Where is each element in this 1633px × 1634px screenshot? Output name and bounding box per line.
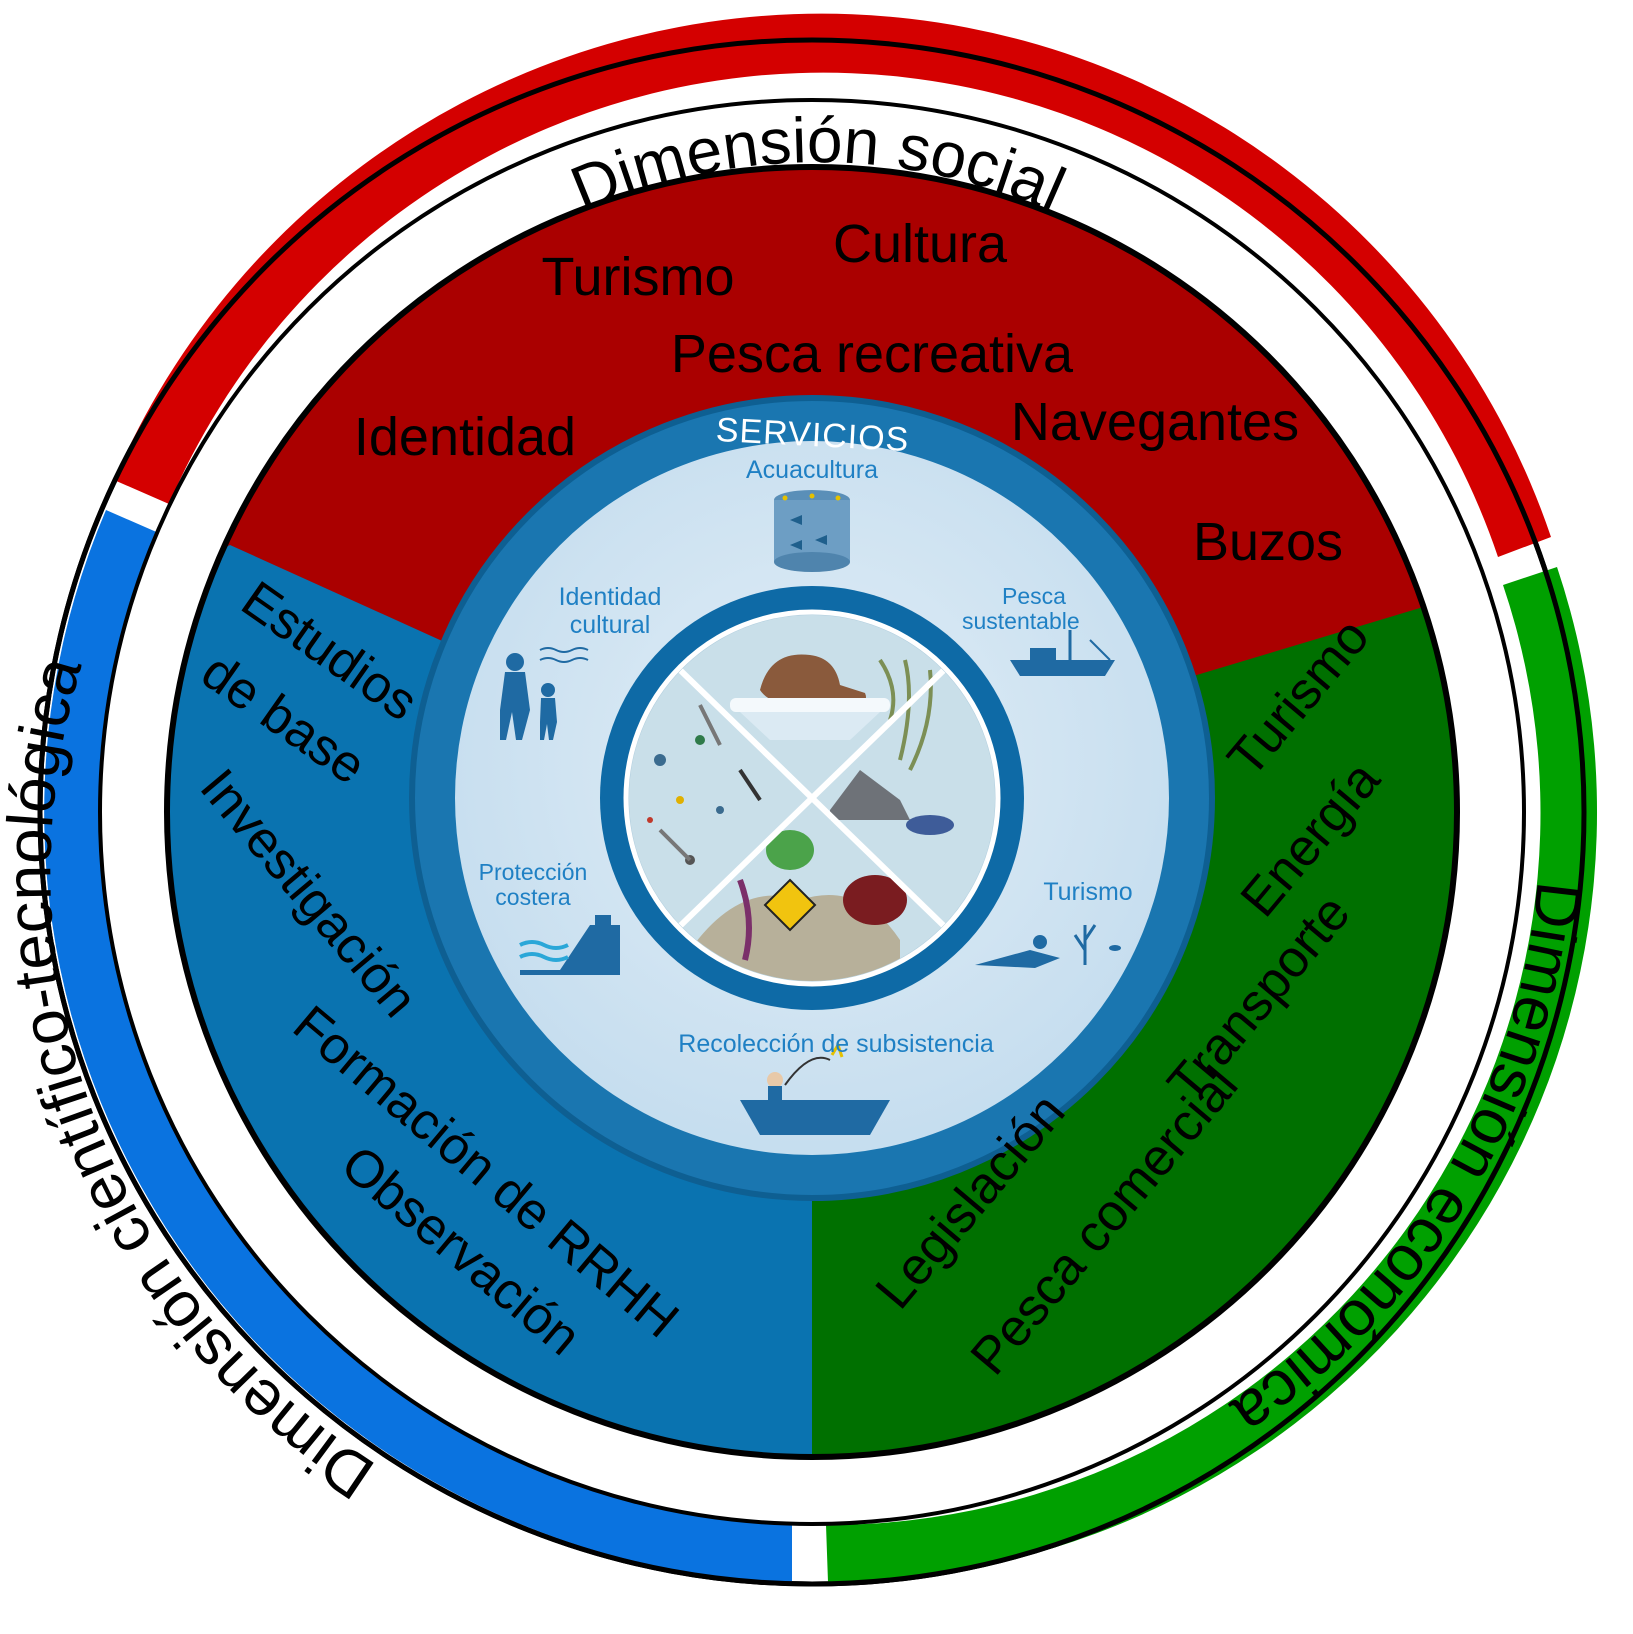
social-item-cultura: Cultura: [833, 214, 1008, 274]
family-icon: [500, 647, 589, 740]
social-item-buzos: Buzos: [1193, 512, 1343, 572]
scientific-ring-band: [44, 510, 792, 1582]
service-acuacultura-label: Acuacultura: [746, 456, 878, 484]
service-proteccion-label-1: Protección: [479, 859, 588, 885]
service-turismo-label: Turismo: [1043, 878, 1132, 906]
core-ecosystem: [629, 615, 995, 981]
service-identidad-label-1: Identidad: [559, 583, 662, 611]
service-pesca-label-1: Pesca: [1002, 583, 1066, 609]
social-ring-band: [114, 13, 1551, 557]
social-item-turismo: Turismo: [541, 247, 734, 307]
plankton-icon: [647, 704, 762, 865]
seaweed-crab-icon: [830, 658, 954, 835]
diver-icon: [975, 924, 1121, 968]
social-item-pesca-recreativa: Pesca recreativa: [671, 324, 1074, 384]
rowboat-fisher-icon: [740, 1041, 890, 1135]
social-item-navegantes: Navegantes: [1011, 392, 1299, 452]
service-pesca-label-2: sustentable: [962, 608, 1080, 634]
fishing-boat-icon: [1010, 630, 1115, 676]
service-recoleccion-label: Recolección de subsistencia: [678, 1030, 994, 1058]
fish-cage-icon: [774, 490, 850, 572]
service-proteccion-label-2: costera: [495, 884, 571, 910]
walrus-icon: [760, 654, 866, 704]
coral-reef-fish-icon: [690, 830, 907, 981]
seawall-icon: [519, 915, 620, 975]
social-item-identidad: Identidad: [354, 407, 576, 467]
service-identidad-label-2: cultural: [570, 611, 651, 639]
